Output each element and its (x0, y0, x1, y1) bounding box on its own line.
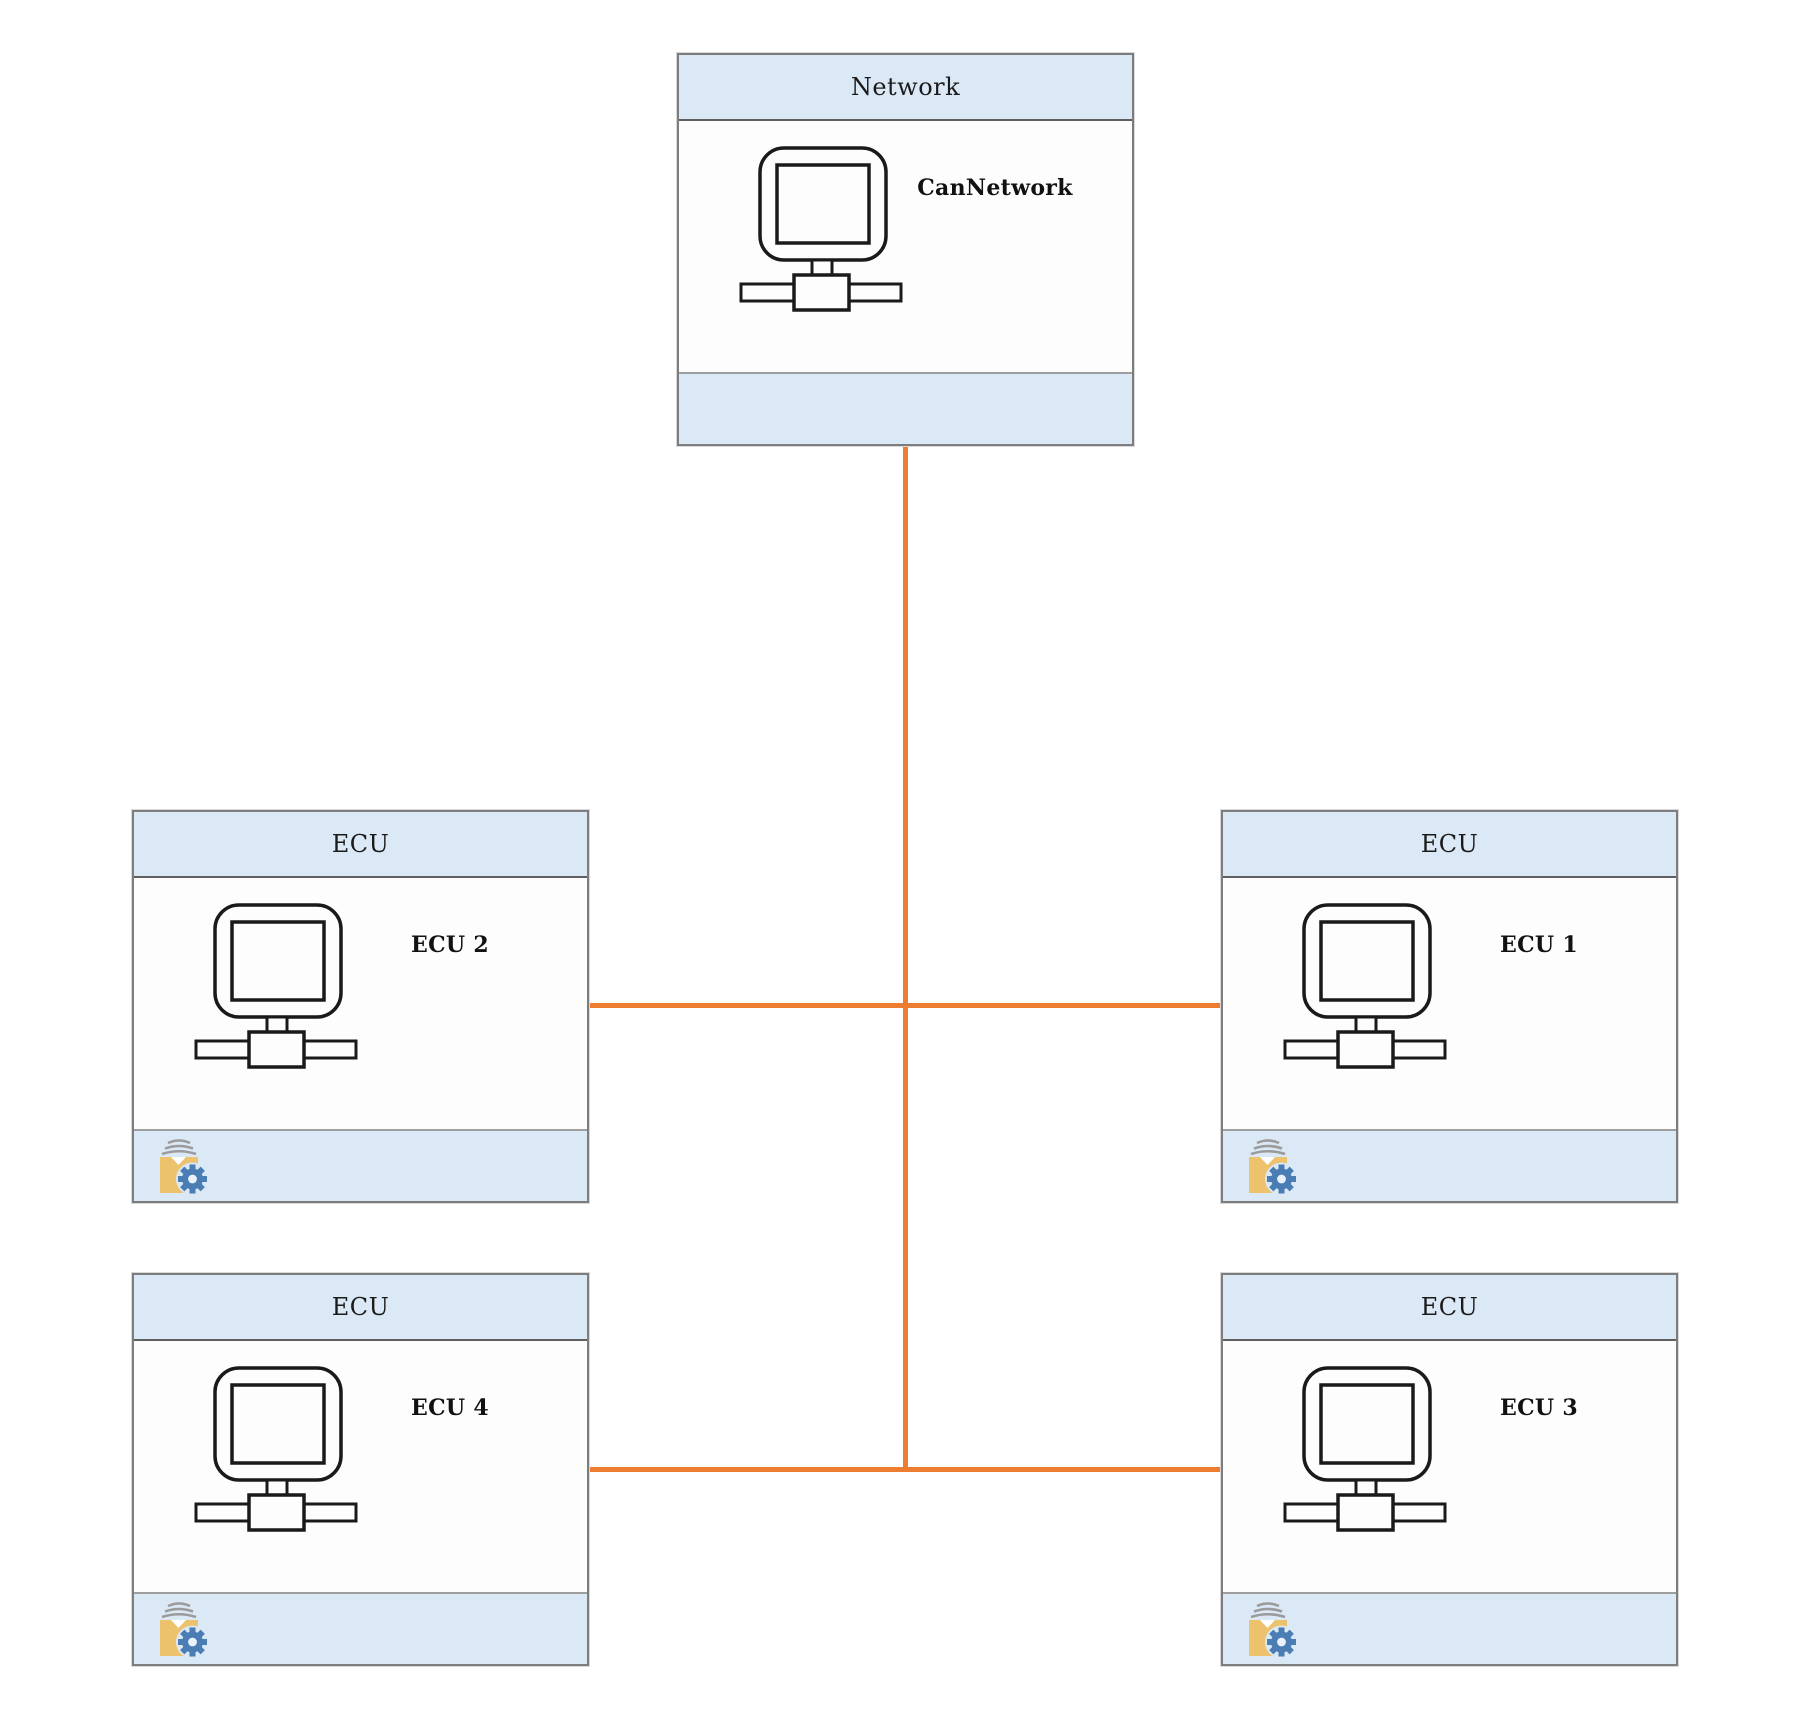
node-body: ECU 1 (1223, 878, 1676, 1129)
node-ecu-3[interactable]: ECU ECU 3 (1221, 1273, 1678, 1666)
node-body: ECU 2 (134, 878, 587, 1129)
node-body: ECU 3 (1223, 1341, 1676, 1592)
node-body: ECU 4 (134, 1341, 587, 1592)
node-type-label: Network (679, 55, 1132, 121)
node-body: CanNetwork (679, 121, 1132, 372)
node-ecu-4[interactable]: ECU ECU 4 (132, 1273, 589, 1666)
node-name-label: ECU 3 (1500, 1395, 1578, 1421)
config-file-gear-icon (1246, 1600, 1298, 1660)
node-name-label: ECU 4 (411, 1395, 489, 1421)
node-name-label: ECU 1 (1500, 932, 1578, 958)
bus-connector-horizontal-lower[interactable] (589, 1467, 1221, 1472)
node-name-label: ECU 2 (411, 932, 489, 958)
config-file-gear-icon (1246, 1137, 1298, 1197)
config-file-gear-icon (157, 1600, 209, 1660)
network-workstation-icon (738, 144, 904, 312)
network-workstation-icon (1282, 1364, 1448, 1532)
node-name-label: CanNetwork (917, 175, 1073, 201)
config-file-gear-icon (157, 1137, 209, 1197)
node-type-label: ECU (1223, 1275, 1676, 1341)
node-footer (1223, 1129, 1676, 1201)
bus-connector-horizontal-upper[interactable] (589, 1003, 1221, 1008)
network-workstation-icon (193, 901, 359, 1069)
node-ecu-2[interactable]: ECU ECU 2 (132, 810, 589, 1203)
node-footer (1223, 1592, 1676, 1664)
node-footer (679, 372, 1132, 444)
node-type-label: ECU (134, 1275, 587, 1341)
node-type-label: ECU (134, 812, 587, 878)
network-workstation-icon (193, 1364, 359, 1532)
node-footer (134, 1129, 587, 1201)
network-workstation-icon (1282, 901, 1448, 1069)
bus-connector-vertical[interactable] (903, 446, 908, 1472)
node-ecu-1[interactable]: ECU ECU 1 (1221, 810, 1678, 1203)
node-type-label: ECU (1223, 812, 1676, 878)
node-footer (134, 1592, 587, 1664)
node-network[interactable]: Network CanNetwork (677, 53, 1134, 446)
